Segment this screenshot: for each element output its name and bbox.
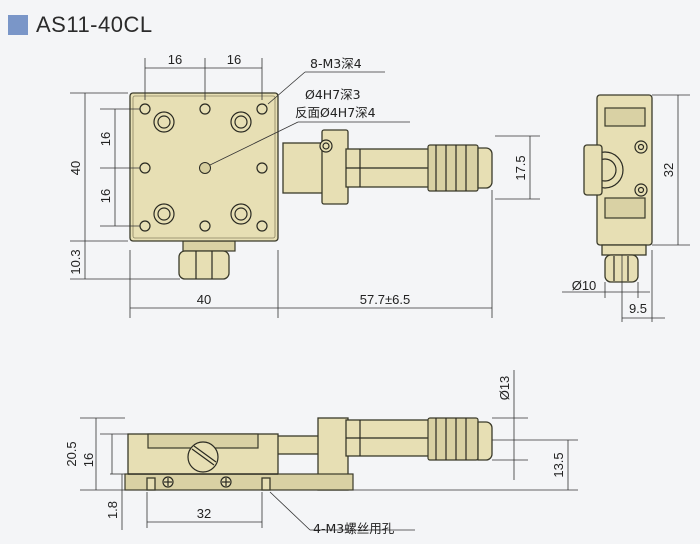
top-clamp-knob <box>178 240 236 280</box>
dim-bottom-travel: 57.7±6.5 <box>360 292 411 307</box>
dim-left-upper: 16 <box>98 132 113 146</box>
note-tapped-holes: 8-M3深4 <box>310 56 362 71</box>
dim-side-height: 32 <box>661 163 676 177</box>
note-bottom-holes: 4-M3螺丝用孔 <box>313 521 395 536</box>
dim-micrometer-diameter: Ø13 <box>497 376 512 401</box>
top-dimension-lines <box>70 58 540 318</box>
dim-left-lower: 16 <box>98 189 113 203</box>
side-clamp-knob <box>604 254 639 283</box>
dim-bottom-width: 40 <box>197 292 211 307</box>
title-marker <box>8 15 28 35</box>
dim-top-left: 16 <box>168 52 182 67</box>
dim-top-right: 16 <box>227 52 241 67</box>
note-pin-hole-front: Ø4H7深3 <box>305 87 361 102</box>
side-view: 32 Ø10 9.5 <box>562 94 690 322</box>
dim-left-total: 40 <box>68 161 83 175</box>
dim-right-height: 17.5 <box>513 155 528 180</box>
dim-knob-diameter: Ø10 <box>572 278 597 293</box>
dim-front-bottom-gap: 1.8 <box>105 501 120 519</box>
dim-axis-height: 13.5 <box>551 452 566 477</box>
front-base-plate <box>124 473 354 491</box>
dim-front-total-height: 20.5 <box>64 441 79 466</box>
front-view: 20.5 16 1.8 32 Ø13 13.5 4-M3螺丝用孔 <box>64 370 578 536</box>
dim-front-body-height: 16 <box>81 453 96 467</box>
dim-side-offset: 9.5 <box>629 301 647 316</box>
title-bar: AS11-40CL <box>8 10 153 40</box>
page-title: AS11-40CL <box>36 12 153 37</box>
dim-left-bottom: 10.3 <box>68 249 83 274</box>
front-micrometer <box>269 417 493 491</box>
dim-front-hole-spacing: 32 <box>197 506 211 521</box>
top-view: 16 16 40 16 16 10.3 40 57.7±6.5 17.5 8-M… <box>68 52 540 318</box>
top-micrometer <box>282 129 493 205</box>
top-counterbore-holes <box>153 111 252 225</box>
note-pin-hole-back: 反面Ø4H7深4 <box>295 105 376 120</box>
